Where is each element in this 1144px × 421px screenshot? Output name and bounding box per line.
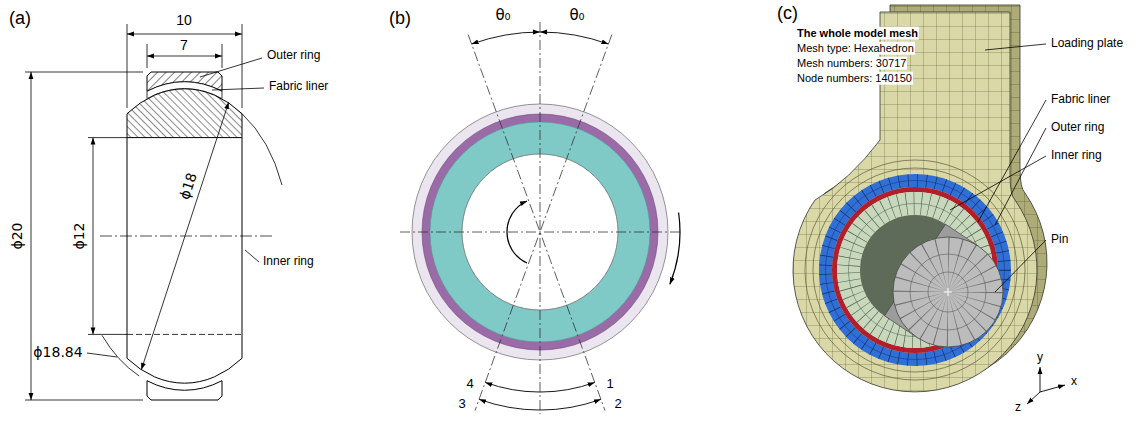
- leader-line: [245, 250, 259, 262]
- dimension-line: [141, 102, 228, 370]
- dimension-text: 7: [179, 37, 189, 53]
- dimension-text: ϕ20: [9, 221, 25, 250]
- axis-line: [1027, 392, 1040, 404]
- part-label: Inner ring: [1050, 149, 1103, 163]
- part-label: Fabric liner: [1050, 93, 1111, 107]
- pin-face-mesh: [921, 265, 976, 320]
- axis-label: x: [1070, 375, 1078, 389]
- axis-line: [1040, 367, 1041, 392]
- pin-face: [893, 237, 1003, 347]
- dimension-text: ϕ12: [71, 221, 87, 250]
- pin-face-mesh: [910, 254, 986, 330]
- mesh-info: The whole model mesh: [796, 27, 919, 40]
- leader-line: [995, 128, 1046, 225]
- extension-line: [88, 334, 127, 335]
- outer-ring-outline: [147, 381, 222, 400]
- leader-line: [985, 44, 1046, 50]
- loading-plate: [793, 12, 1037, 392]
- center-line: [540, 22, 541, 414]
- position-number: 4: [465, 377, 474, 392]
- rotation-arrow: [670, 213, 680, 285]
- angle-label: θ₀: [568, 7, 585, 24]
- extension-line: [88, 137, 127, 138]
- mesh-ring-line: [813, 168, 1017, 372]
- hidden-line: [127, 334, 242, 335]
- axis-line: [1040, 385, 1065, 392]
- position-number: 3: [457, 397, 466, 412]
- fe-model: [793, 5, 1047, 392]
- leader-line: [200, 58, 262, 77]
- leader-line: [995, 240, 1046, 292]
- extension-line: [25, 400, 143, 401]
- position-number: 1: [605, 377, 614, 392]
- position-number: 2: [613, 397, 622, 412]
- part-label: Loading plate: [1050, 37, 1124, 51]
- angle-label: θ₀: [494, 7, 511, 24]
- dimension-text: ϕ18.84: [32, 344, 83, 360]
- part-label: Pin: [1050, 233, 1069, 247]
- center-line: [400, 232, 682, 233]
- dimension-lines: [25, 24, 264, 400]
- angle-line: [475, 35, 612, 411]
- angle-arc: [472, 32, 540, 44]
- inner-ring-outline: [127, 138, 242, 384]
- ring-diagram: [400, 22, 682, 414]
- pin-face-mesh: [928, 272, 968, 312]
- section-drawing: [100, 72, 282, 400]
- dimension-line: [93, 138, 94, 335]
- leader-line: [950, 156, 1046, 210]
- axis-triad: [1027, 367, 1065, 404]
- leader-line: [87, 353, 117, 357]
- extension-line: [25, 72, 143, 73]
- axis-label: y: [1036, 351, 1044, 365]
- ring-diagram-part: [472, 32, 680, 410]
- outer-ring-mesh: [826, 181, 1005, 360]
- part-label: Inner ring: [262, 255, 315, 269]
- ring-diagram-part: [400, 22, 682, 414]
- mesh-info: Mesh numbers: 30717: [796, 57, 907, 70]
- mesh-info: Mesh type: Hexahedron: [796, 42, 915, 55]
- extension-line: [242, 24, 243, 108]
- panel-label: (c): [776, 3, 799, 24]
- leader-lines: [950, 44, 1046, 292]
- dimension-line: [147, 56, 222, 57]
- mesh-info: Node numbers: 140150: [796, 72, 913, 85]
- outer-ring-mesh: [826, 181, 1005, 360]
- outer-ring-mesh: [826, 181, 1005, 360]
- center-mark: [944, 288, 952, 296]
- dimension-text: ϕ18: [175, 170, 199, 203]
- angle-arc: [540, 32, 608, 44]
- part-label: Fabric liner: [268, 80, 329, 94]
- leader-line: [212, 88, 264, 90]
- range-arc: [479, 399, 601, 410]
- dimension-line: [127, 34, 242, 35]
- sphere-arc: [242, 114, 282, 185]
- dimension-text: 10: [175, 12, 193, 28]
- center-line: [100, 236, 272, 237]
- part-label: Outer ring: [266, 49, 321, 63]
- panel-label: (b): [388, 8, 412, 29]
- rotation-arrow: [507, 201, 527, 263]
- range-arc: [485, 382, 594, 392]
- axis-label: z: [1014, 401, 1022, 415]
- panel-label: (a): [8, 8, 32, 29]
- mesh-ring-line: [805, 160, 1025, 380]
- angle-line: [468, 35, 605, 411]
- extension-line: [127, 24, 128, 108]
- leader-line: [978, 100, 1046, 222]
- part-label: Outer ring: [1050, 121, 1105, 135]
